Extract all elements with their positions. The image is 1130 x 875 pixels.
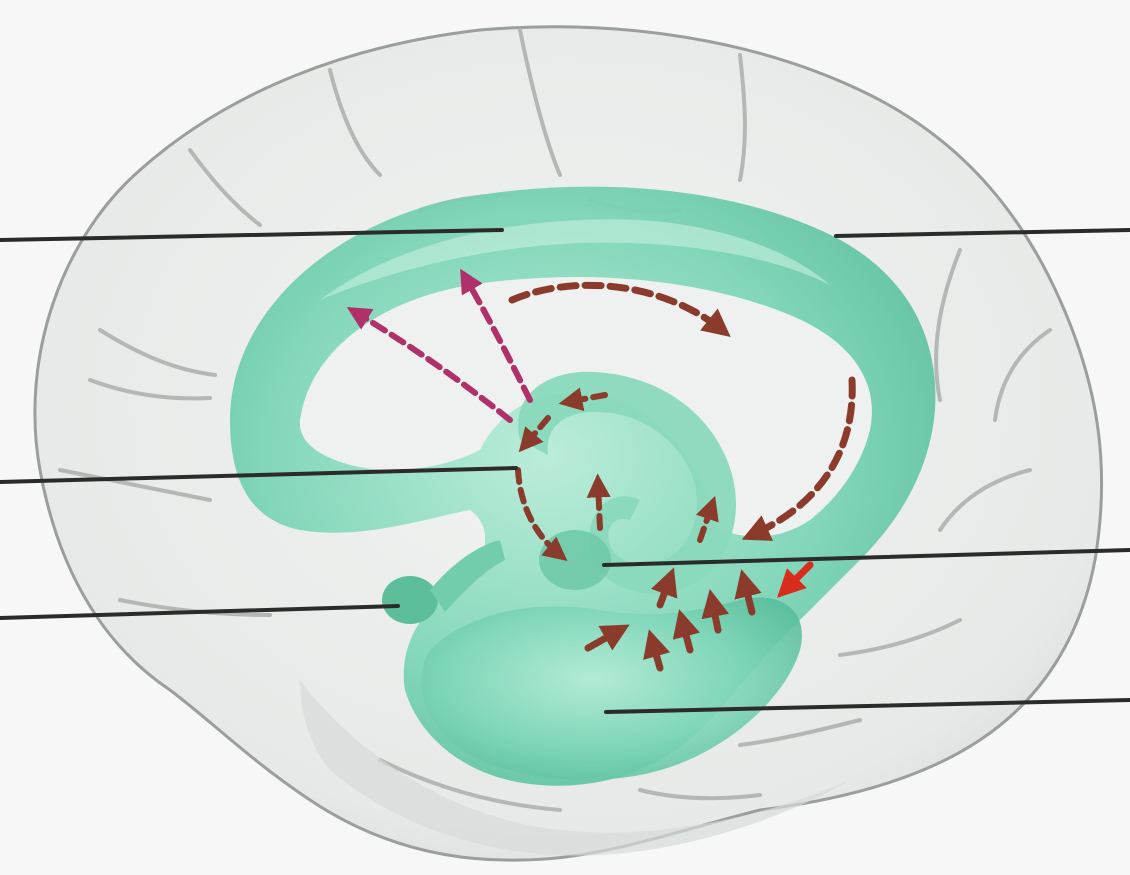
arrow-loop-up-center: [598, 483, 600, 528]
central-node: [539, 530, 611, 590]
olfactory-node: [382, 576, 438, 624]
